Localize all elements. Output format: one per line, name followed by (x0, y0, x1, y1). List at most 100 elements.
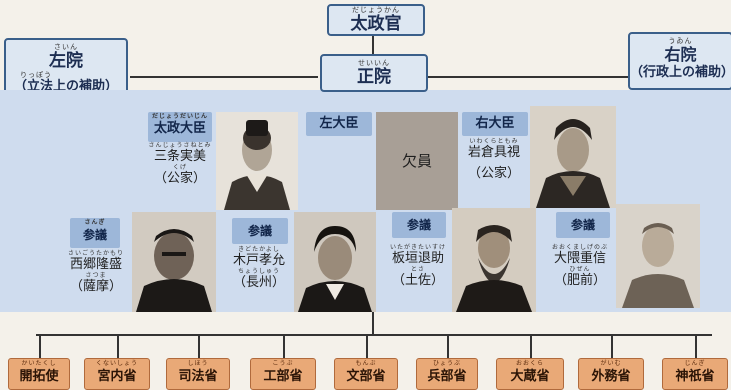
dajokan-box: だじょうかん 太政官 (327, 4, 425, 36)
person-domain: （長州） (232, 275, 285, 290)
person-ruby: さいごうたかもり (67, 250, 124, 257)
connector-line (117, 334, 119, 358)
sain-ruby: さいん (54, 43, 78, 51)
sa-daijin-box: 左大臣 (306, 112, 372, 136)
sain-note-ruby: りっぽう (20, 71, 52, 79)
ministry-ruby: じんぎ (684, 360, 706, 367)
ministry-ruby: こうぶ (272, 360, 294, 367)
person-domain: （土佐） (391, 273, 444, 288)
person-ruby: いたがきたいすけ (389, 244, 446, 251)
ministry-ruby: しほう (187, 360, 209, 367)
vacant-cell: 欠員 (376, 112, 458, 210)
person-name: 三条実美 (153, 149, 206, 164)
connector-line (372, 36, 374, 54)
person-saigo: さいごうたかもり 西郷隆盛 さつま （薩摩） (58, 250, 134, 294)
seiin-box: せいいん 正院 (320, 54, 428, 92)
sangi-box-saigo: さんぎ 参議 (70, 218, 120, 248)
sangi-box-okuma: 参議 (556, 212, 610, 238)
connector-line (198, 334, 200, 358)
ministry-label: 大蔵省 (510, 369, 550, 384)
connector-line (130, 76, 318, 78)
sangi-label: 参議 (247, 224, 272, 238)
ministry-label: 司法省 (178, 369, 218, 384)
ministry-label: 工部省 (263, 369, 303, 384)
sangi-label: 参議 (82, 228, 107, 242)
connector-line (611, 334, 613, 358)
domain-ruby: さつま (85, 272, 107, 279)
uin-box: うゐん 右院 （行政上の補助） (628, 32, 731, 90)
person-name: 西郷隆盛 (69, 257, 122, 272)
portrait-itagaki (452, 208, 536, 312)
ministry-label: 文部省 (346, 369, 386, 384)
person-domain: （公家） (467, 166, 520, 181)
person-name: 岩倉具視 (467, 145, 520, 160)
connector-line (283, 334, 285, 358)
connector-line (447, 334, 449, 358)
portrait-kido (294, 212, 376, 312)
sain-label: 左院 (49, 51, 83, 71)
connector-line (428, 76, 628, 78)
dajokan-ruby: だじょうかん (352, 6, 400, 14)
ministry-label: 外務省 (591, 369, 631, 384)
ministry-box: こうぶ工部省 (250, 358, 316, 390)
connector-line (372, 312, 374, 334)
portrait-sanjo (216, 112, 298, 210)
ministry-ruby: かいたくし (21, 360, 57, 367)
person-ruby: さんじょうさねとみ (148, 142, 212, 149)
seiin-ruby: せいいん (358, 59, 390, 67)
sangi-label: 参議 (570, 218, 595, 232)
u-daijin-box: 右大臣 (462, 112, 528, 136)
connector-line (39, 334, 41, 358)
vacant-label: 欠員 (401, 152, 432, 170)
uin-ruby: うゐん (668, 37, 693, 45)
dajo-daijin-ruby: だじょうだいじん (151, 113, 208, 120)
person-kido: きどたかよし 木戸孝允 ちょうしゅう （長州） (222, 246, 296, 290)
connector-line (695, 334, 697, 358)
person-itagaki: いたがきたいすけ 板垣退助 とさ （土佐） (380, 244, 456, 288)
uin-label: 右院 (664, 45, 697, 64)
domain-ruby: ちょうしゅう (237, 268, 280, 275)
domain-ruby: ひぜん (569, 266, 591, 273)
dajo-daijin-box: だじょうだいじん 太政大臣 (148, 112, 212, 142)
portrait-iwakura (530, 106, 616, 208)
portrait-okuma (616, 204, 700, 308)
dajo-daijin-label: 太政大臣 (153, 121, 206, 136)
ministry-box: しほう司法省 (166, 358, 230, 390)
portrait-saigo (132, 212, 216, 312)
ministry-ruby: おおくら (515, 360, 544, 367)
person-iwakura: いわくらともみ 岩倉具視 （公家） (454, 138, 534, 181)
sangi-box-kido: 参議 (232, 218, 288, 244)
ministry-ruby: ひょうぶ (432, 360, 461, 367)
ministry-box: がいむ外務省 (578, 358, 644, 390)
uin-note: （行政上の補助） (630, 65, 731, 80)
domain-ruby: とさ (410, 266, 425, 273)
u-daijin-label: 右大臣 (475, 116, 515, 131)
seiin-label: 正院 (357, 67, 391, 87)
ministry-box: ひょうぶ兵部省 (416, 358, 478, 390)
ministry-ruby: がいむ (600, 360, 622, 367)
person-sanjo: さんじょうさねとみ 三条実美 くげ （公家） (140, 142, 220, 186)
sangi-ruby: さんぎ (84, 219, 106, 226)
ministry-box: じんぎ神祇省 (662, 358, 728, 390)
ministry-ruby: くないしょう (95, 360, 138, 367)
person-ruby: いわくらともみ (469, 138, 519, 145)
ministry-box: かいたくし開拓使 (8, 358, 70, 390)
person-domain: （公家） (153, 171, 206, 186)
sangi-label: 参議 (406, 218, 431, 232)
person-name: 大隈重信 (553, 251, 606, 266)
sain-box: さいん 左院 りっぽう （立法上の補助） (4, 38, 128, 100)
ministry-label: 開拓使 (19, 369, 59, 384)
ministry-label: 宮内省 (97, 369, 137, 384)
ministry-ruby: もんぶ (355, 360, 377, 367)
ministry-label: 兵部省 (427, 369, 467, 384)
ministry-box: もんぶ文部省 (334, 358, 398, 390)
sa-daijin-label: 左大臣 (319, 116, 359, 131)
person-domain: （薩摩） (69, 279, 122, 294)
ministry-box: おおくら大蔵省 (496, 358, 564, 390)
domain-ruby: くげ (172, 164, 187, 171)
person-ruby: おおくましげのぶ (551, 244, 608, 251)
connector-line (36, 334, 712, 336)
person-domain: （肥前） (553, 273, 606, 288)
person-ruby: きどたかよし (238, 246, 280, 253)
connector-line (530, 334, 532, 358)
